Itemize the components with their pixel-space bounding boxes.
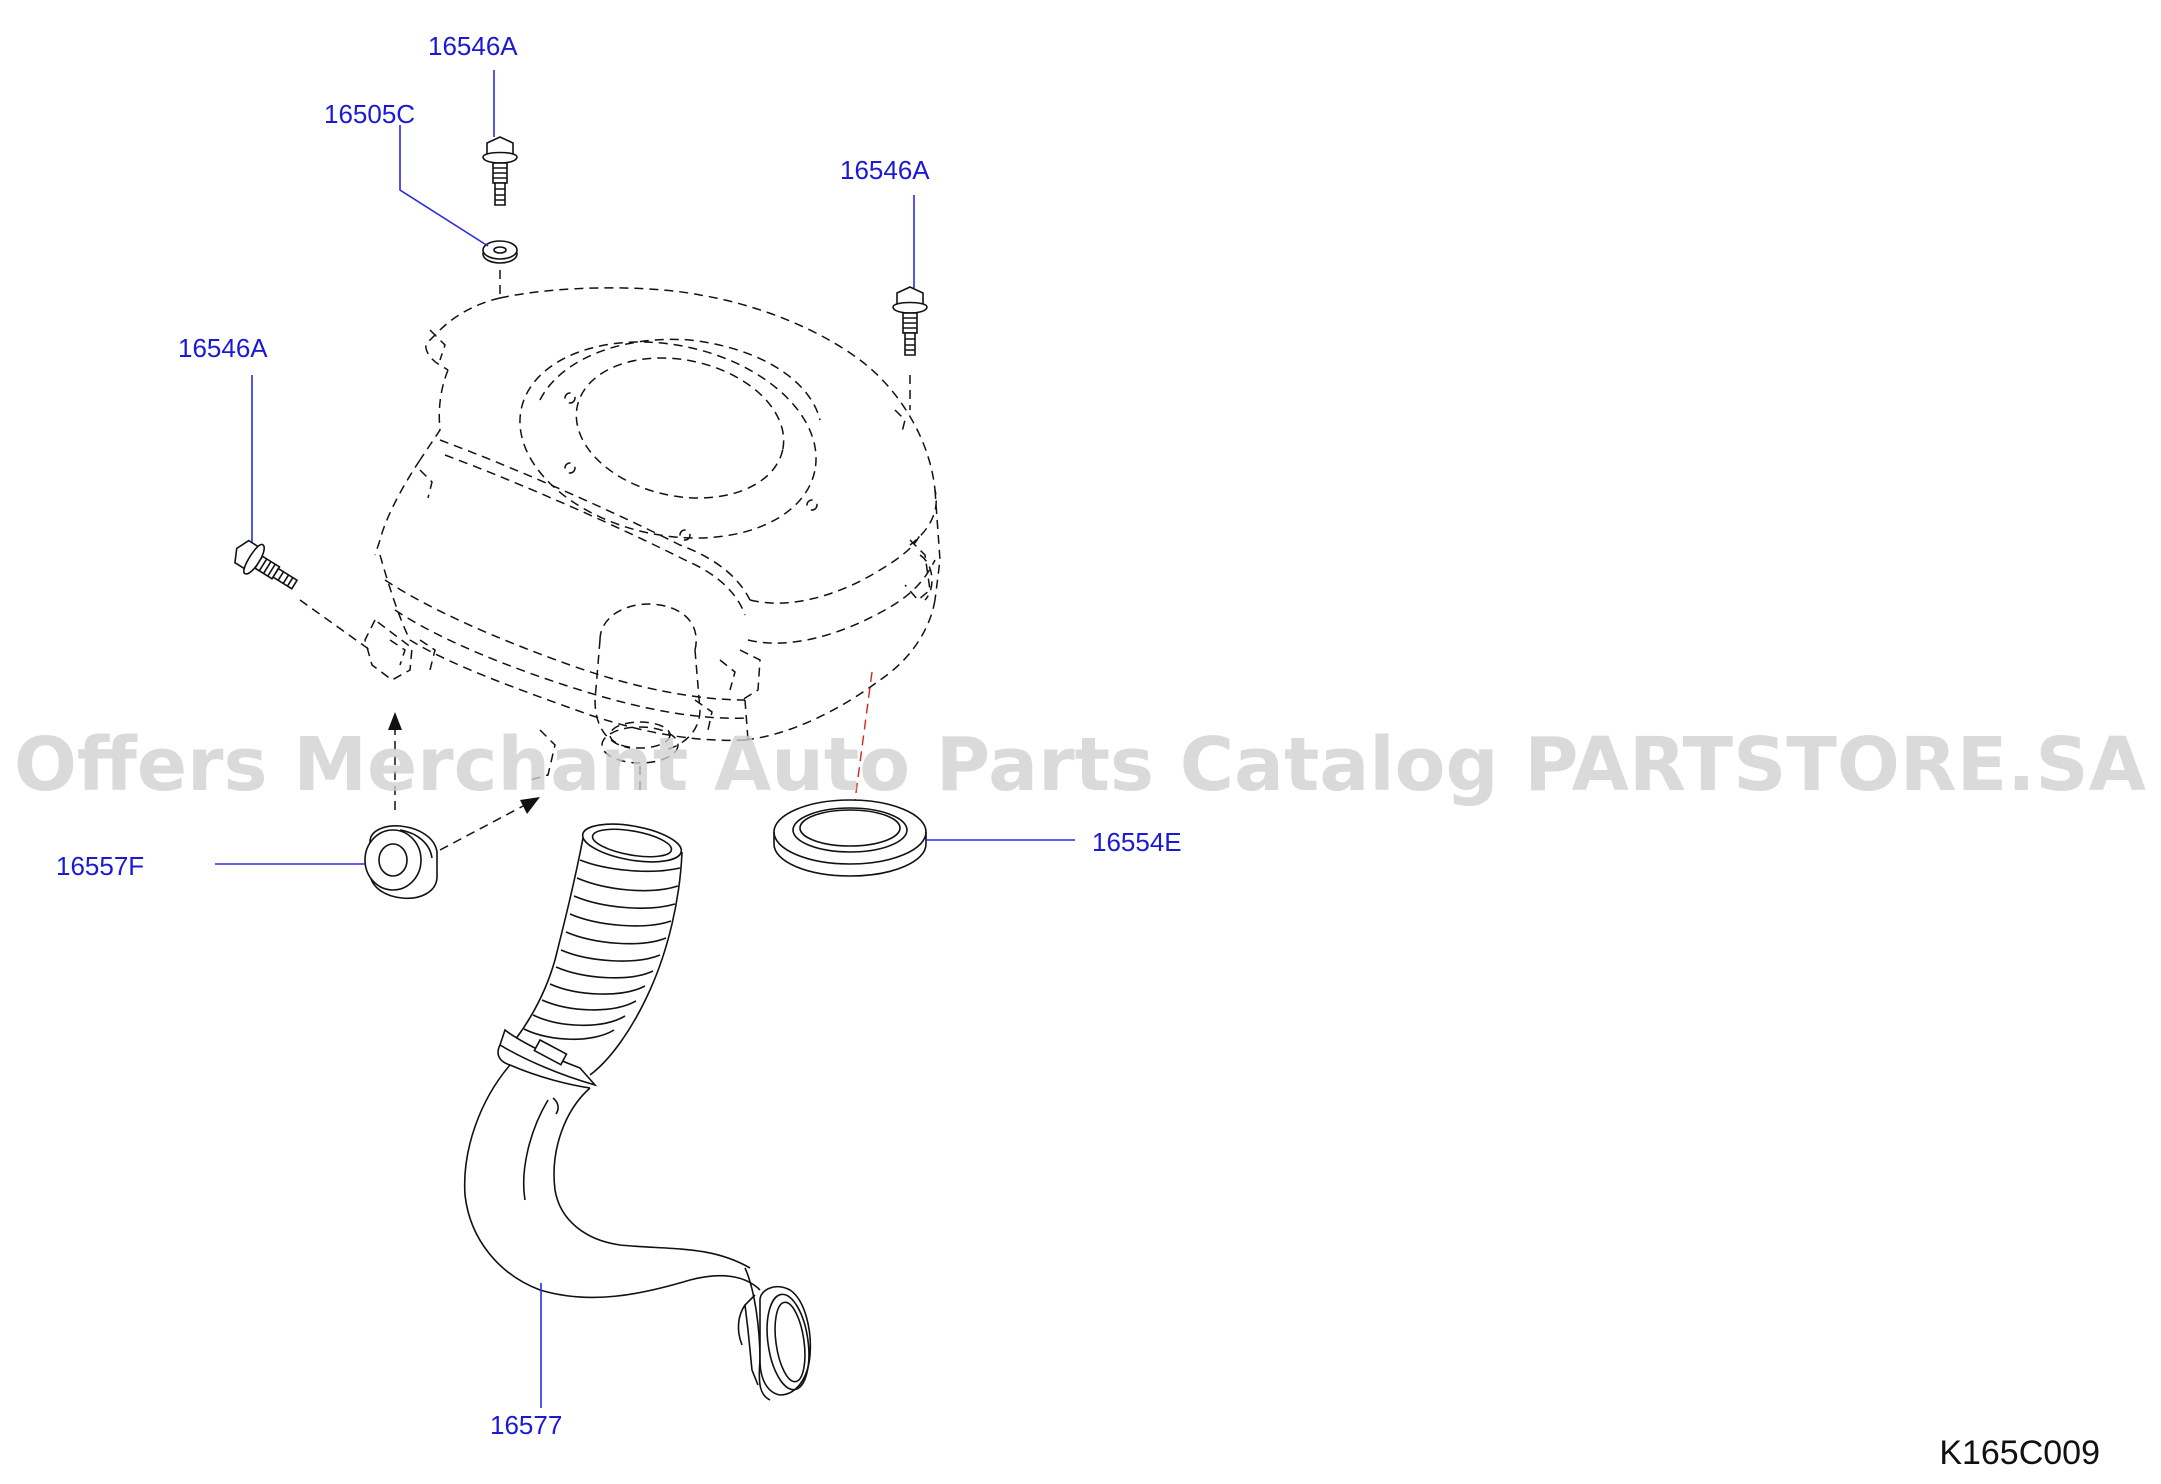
leader-16505C [399, 125, 489, 247]
washer [482, 240, 518, 264]
grommet [364, 825, 438, 900]
air-duct-hose [463, 823, 812, 1401]
callout-label[interactable]: 16546A [428, 31, 518, 61]
callout-labels: 16546A 16505C 16546A 16546A 16557F 16554… [56, 31, 1182, 1440]
bolt-right [892, 286, 928, 356]
diagram-code: K165C009 [1939, 1434, 2100, 1472]
callout-label[interactable]: 16557F [56, 851, 144, 881]
air-cleaner-cover [299, 270, 941, 790]
grommet-arrows [388, 712, 540, 851]
callout-label[interactable]: 16546A [178, 333, 268, 363]
bolt-top [482, 136, 518, 206]
bolt-left [234, 539, 299, 590]
callout-label[interactable]: 16577 [490, 1410, 562, 1440]
seal-ring [773, 799, 927, 877]
watermark-text: Offers Merchant Auto Parts Catalog PARTS… [14, 722, 2146, 808]
seal-alignment-line [849, 671, 873, 839]
callout-label[interactable]: 16505C [324, 99, 415, 129]
leader-lines [215, 70, 1075, 1408]
callout-label[interactable]: 16554E [1092, 827, 1182, 857]
callout-label[interactable]: 16546A [840, 155, 930, 185]
